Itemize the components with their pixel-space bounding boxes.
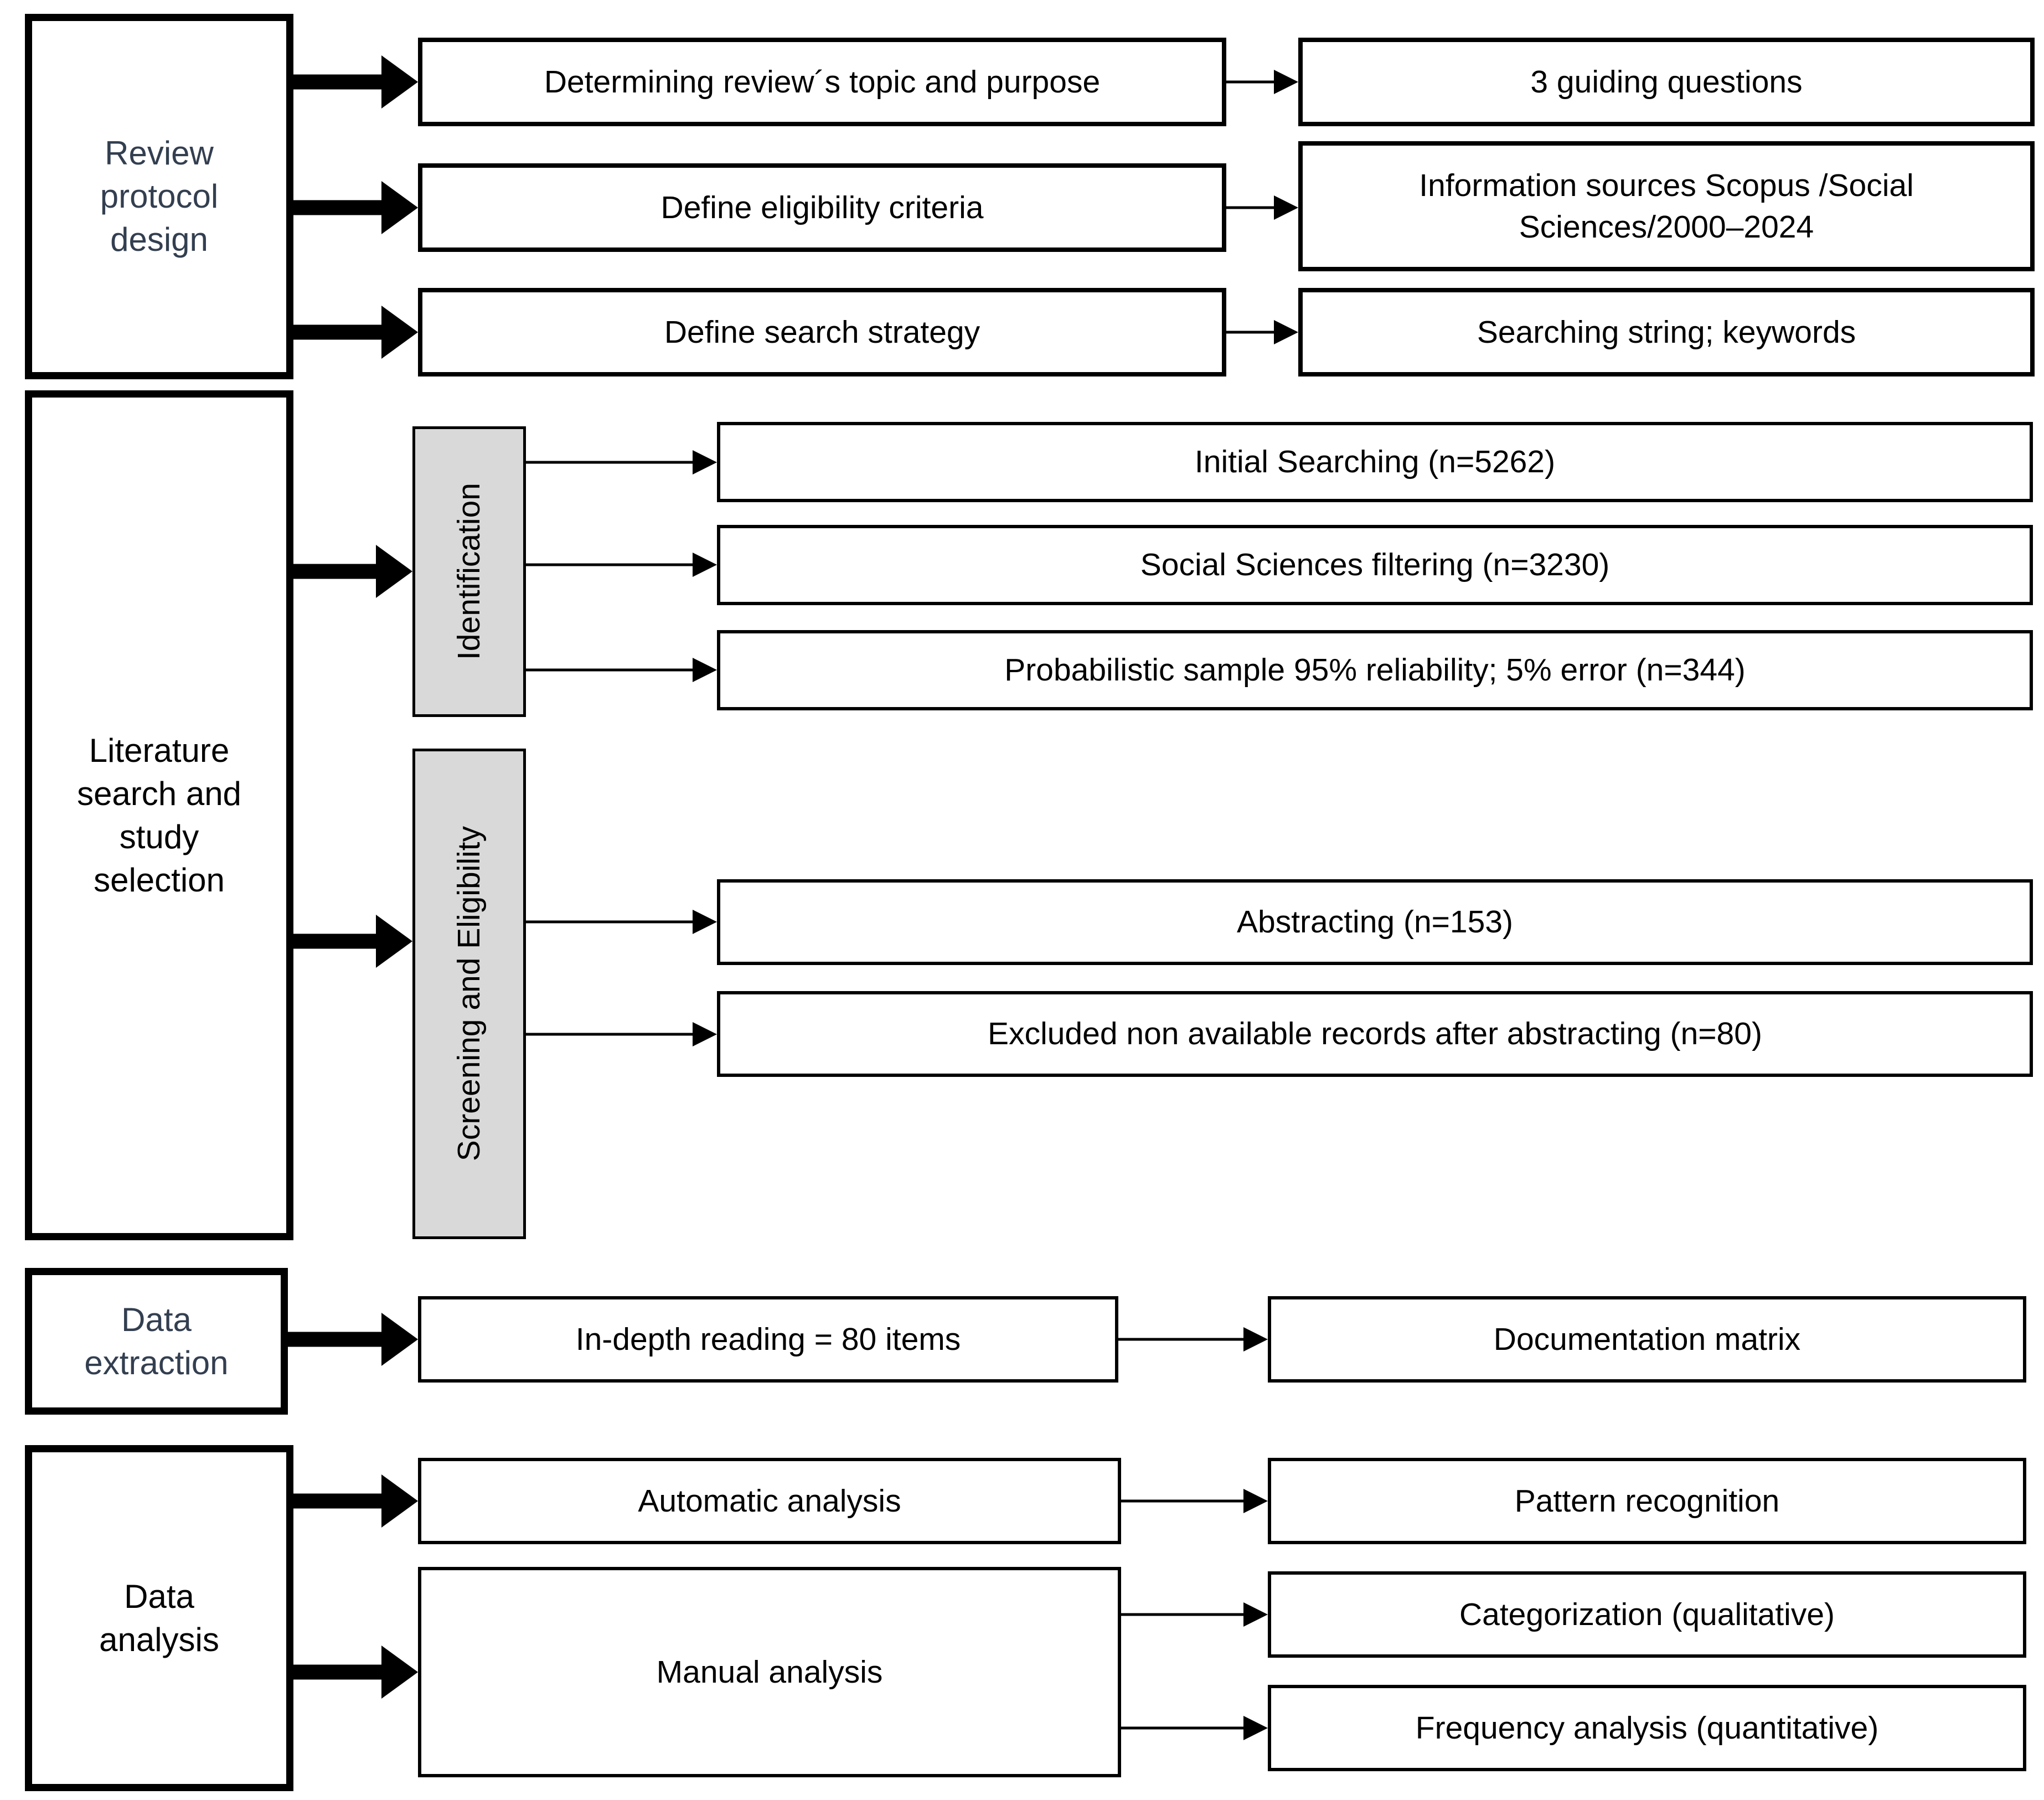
section-label-review-protocol-design: Review protocol design	[100, 135, 219, 258]
line-arrow-topic-to-questions	[1226, 69, 1298, 95]
block-arrow-literature-to-identification	[293, 545, 412, 598]
block-arrow-protocol-to-topic	[293, 55, 418, 109]
step-label-automatic-analysis: Automatic analysis	[638, 1483, 901, 1519]
output-label-information-sources: Information sources Scopus /Social Scien…	[1419, 168, 1914, 245]
line-arrow-reading-to-matrix	[1118, 1326, 1268, 1353]
section-box-literature-search: Literature search and study selection	[25, 390, 293, 1240]
step-label-determining-topic: Determining review´s topic and purpose	[544, 64, 1101, 100]
step-box-determining-topic: Determining review´s topic and purpose	[418, 38, 1226, 126]
record-label-probabilistic-sample: Probabilistic sample 95% reliability; 5%…	[1004, 652, 1746, 688]
record-label-social-sciences-filtering: Social Sciences filtering (n=3230)	[1140, 547, 1610, 583]
output-label-searching-string: Searching string; keywords	[1477, 314, 1856, 350]
phase-label-identification: Identification	[451, 483, 487, 661]
line-arrow-manual-to-frequency	[1121, 1715, 1268, 1741]
line-arrow-identification-to-initial	[526, 449, 717, 476]
output-box-documentation-matrix: Documentation matrix	[1268, 1296, 2026, 1383]
step-box-in-depth-reading: In-depth reading = 80 items	[418, 1296, 1118, 1383]
block-arrow-analysis-to-automatic	[293, 1474, 418, 1528]
output-label-frequency-analysis: Frequency analysis (quantitative)	[1415, 1710, 1879, 1746]
record-label-excluded-records: Excluded non available records after abs…	[988, 1016, 1762, 1052]
section-box-data-analysis: Data analysis	[25, 1445, 293, 1791]
line-arrow-identification-to-filtering	[526, 551, 717, 578]
section-label-literature-search: Literature search and study selection	[77, 731, 241, 899]
record-box-excluded-records: Excluded non available records after abs…	[717, 991, 2033, 1077]
line-arrow-manual-to-categorization	[1121, 1601, 1268, 1628]
output-box-frequency-analysis: Frequency analysis (quantitative)	[1268, 1685, 2026, 1771]
output-box-guiding-questions: 3 guiding questions	[1298, 38, 2035, 126]
phase-box-screening-eligibility: Screening and Eligibility	[412, 749, 526, 1239]
line-arrow-automatic-to-pattern	[1121, 1488, 1268, 1514]
section-label-data-analysis: Data analysis	[99, 1577, 219, 1658]
step-label-define-eligibility: Define eligibility criteria	[660, 189, 984, 225]
output-box-categorization: Categorization (qualitative)	[1268, 1571, 2026, 1658]
record-label-initial-searching: Initial Searching (n=5262)	[1194, 444, 1556, 480]
step-label-define-search-strategy: Define search strategy	[664, 314, 980, 350]
block-arrow-analysis-to-manual	[293, 1646, 418, 1699]
block-arrow-literature-to-screening	[293, 915, 412, 968]
section-box-review-protocol-design: Review protocol design	[25, 14, 293, 379]
output-label-documentation-matrix: Documentation matrix	[1493, 1321, 1801, 1357]
step-label-in-depth-reading: In-depth reading = 80 items	[575, 1321, 961, 1357]
line-arrow-screening-to-abstracting	[526, 909, 717, 935]
output-box-pattern-recognition: Pattern recognition	[1268, 1458, 2026, 1544]
record-box-initial-searching: Initial Searching (n=5262)	[717, 422, 2033, 502]
step-label-manual-analysis: Manual analysis	[656, 1654, 883, 1690]
section-box-data-extraction: Data extraction	[25, 1268, 288, 1415]
record-box-social-sciences-filtering: Social Sciences filtering (n=3230)	[717, 525, 2033, 605]
record-box-probabilistic-sample: Probabilistic sample 95% reliability; 5%…	[717, 630, 2033, 710]
record-label-abstracting: Abstracting (n=153)	[1236, 904, 1514, 940]
output-box-information-sources: Information sources Scopus /Social Scien…	[1298, 141, 2035, 271]
block-arrow-extraction-to-reading	[288, 1313, 418, 1366]
line-arrow-screening-to-excluded	[526, 1021, 717, 1048]
output-label-guiding-questions: 3 guiding questions	[1530, 64, 1803, 100]
phase-box-identification: Identification	[412, 426, 526, 717]
block-arrow-protocol-to-eligibility	[293, 181, 418, 234]
line-arrow-identification-to-sample	[526, 657, 717, 683]
step-box-define-eligibility: Define eligibility criteria	[418, 163, 1226, 252]
output-label-pattern-recognition: Pattern recognition	[1514, 1483, 1780, 1519]
step-box-manual-analysis: Manual analysis	[418, 1567, 1121, 1777]
step-box-automatic-analysis: Automatic analysis	[418, 1458, 1121, 1544]
phase-label-screening-eligibility: Screening and Eligibility	[451, 826, 487, 1162]
line-arrow-strategy-to-keywords	[1226, 319, 1298, 345]
line-arrow-eligibility-to-sources	[1226, 194, 1298, 221]
output-box-searching-string: Searching string; keywords	[1298, 288, 2035, 376]
output-label-categorization: Categorization (qualitative)	[1459, 1596, 1835, 1632]
block-arrow-protocol-to-strategy	[293, 306, 418, 359]
record-box-abstracting: Abstracting (n=153)	[717, 879, 2033, 965]
section-label-data-extraction: Data extraction	[84, 1301, 229, 1381]
step-box-define-search-strategy: Define search strategy	[418, 288, 1226, 376]
